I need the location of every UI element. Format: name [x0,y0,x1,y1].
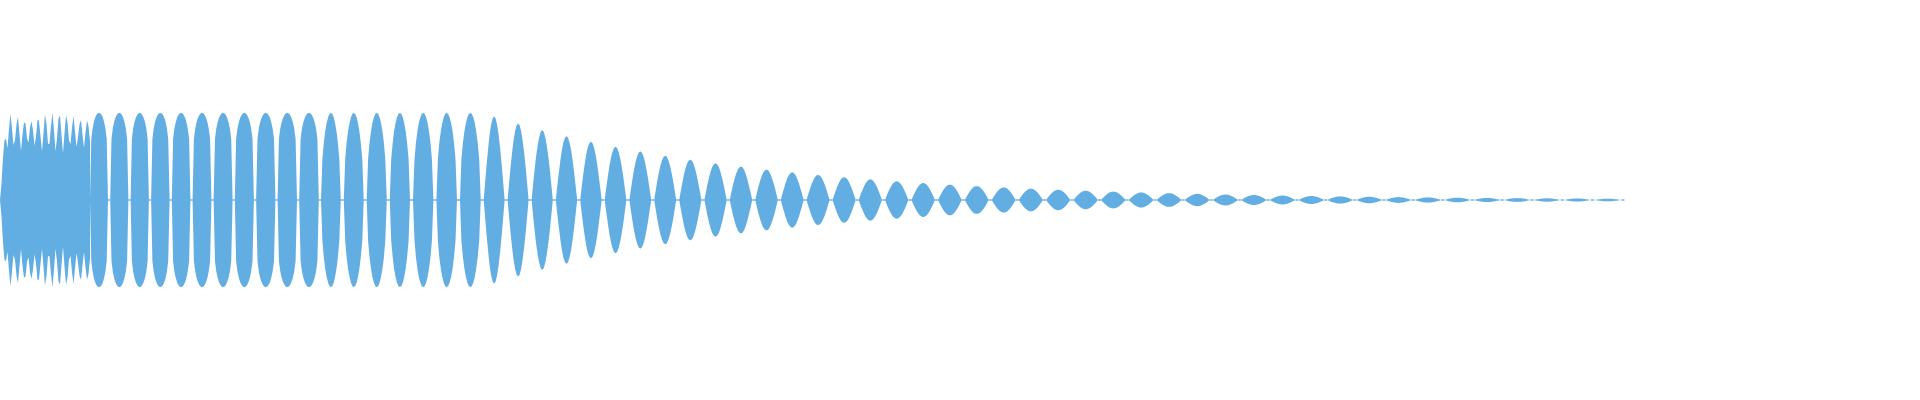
waveform-lobe [858,179,882,221]
waveform-onset [0,112,90,288]
waveform-lobe [1212,194,1239,206]
waveform-lobe [192,112,212,288]
waveform-lobe [1241,195,1267,205]
waveform-lobe [130,112,149,288]
waveform-lobe [1156,193,1182,207]
waveform-lobe [389,112,410,288]
waveform-lobe [1101,191,1126,209]
waveform-lobe [321,112,341,288]
waveform-lobe [911,183,935,217]
waveform-lobe [531,130,553,270]
waveform-lobe [277,112,297,288]
waveform-lobe [1184,193,1210,207]
waveform-lobe [1356,196,1383,204]
waveform-lobe [1018,188,1043,212]
waveform-lobe [90,112,108,288]
waveform-lobe [555,136,578,264]
waveform-lobe [679,159,702,241]
waveform-lobe [780,172,804,228]
waveform-lobe [755,169,778,231]
waveform-lobe [704,163,727,237]
waveform-lobe [110,112,129,288]
waveform-lobe [806,174,830,226]
waveform-lobe [256,112,276,288]
waveform-lobe [1563,198,1591,202]
waveform-lobe [1327,196,1354,204]
waveform-lobe [507,123,529,277]
waveform-lobe [1414,197,1442,203]
waveform-lobe [234,112,254,288]
waveform-lobe [964,186,989,214]
waveform-lobe [1269,195,1296,205]
waveform-lobe [1473,197,1501,203]
waveform-lobe [299,112,319,288]
waveform-lobe [483,116,505,284]
waveform-lobe [1046,189,1071,211]
waveform-lobe [1128,192,1154,208]
waveform-lobe [885,181,909,219]
waveform-lobe [1444,197,1471,203]
waveform-lobe [1298,196,1325,204]
waveform-lobe [1533,198,1561,202]
waveform-lobe [1503,198,1531,202]
waveform-lobe [460,112,481,288]
waveform-lobe [938,184,962,216]
waveform-lobe [413,112,434,288]
waveform-lobe [654,155,677,245]
waveform-lobe [366,112,387,288]
waveform-lobe [151,112,170,288]
waveform-lobe [729,166,753,234]
waveform-lobe [213,112,233,288]
waveform-lobe [832,177,856,223]
waveform-lobe [629,151,652,249]
waveform-lobe [1594,198,1622,202]
waveform-lobe [171,112,191,288]
waveform-lobe [1073,190,1098,210]
waveform-lobe [991,187,1016,213]
waveform-lobe [580,141,602,259]
waveform-lobe [343,112,364,288]
waveform-lobe [604,146,627,254]
waveform-lobe [436,112,457,288]
waveform-lobe [1385,197,1412,203]
